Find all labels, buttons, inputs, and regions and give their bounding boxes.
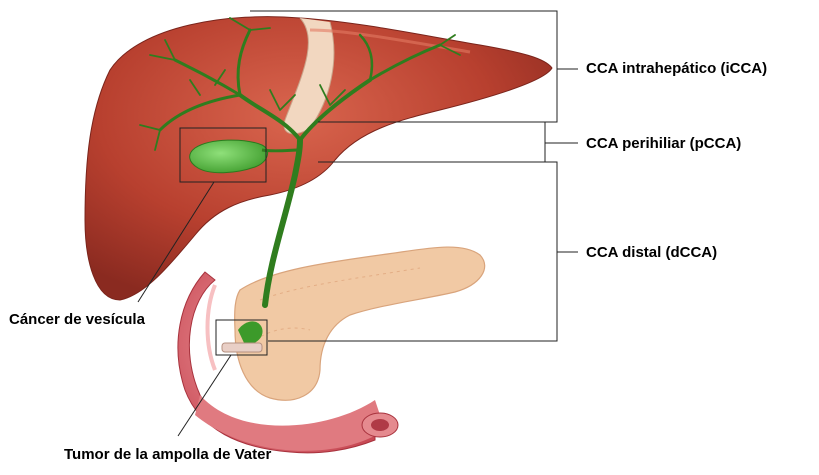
label-intrahepatic: CCA intrahepático (iCCA) [586,60,767,78]
label-perihilar: CCA perihiliar (pCCA) [586,135,741,153]
label-ampulla-tumor: Tumor de la ampolla de Vater [64,446,271,464]
label-distal: CCA distal (dCCA) [586,244,717,262]
ampulla-tissue [222,343,262,352]
label-gallbladder-cancer: Cáncer de vesícula [9,311,145,329]
